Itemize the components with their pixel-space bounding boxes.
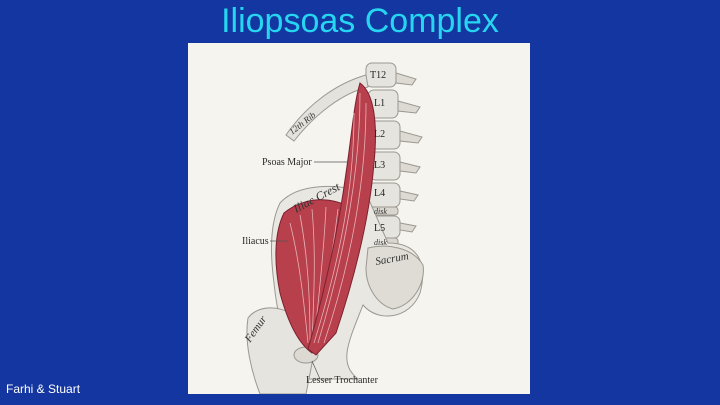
vertebra-label-l2: L2 — [374, 129, 385, 140]
vertebra-label-l1: L1 — [374, 98, 385, 109]
rib-shape — [285, 74, 369, 142]
vertebra-label-t12: T12 — [370, 70, 386, 81]
rib-label: 12th Rib — [287, 109, 318, 136]
psoas-major-muscle — [307, 82, 376, 356]
credit-text: Farhi & Stuart — [6, 382, 81, 396]
sacrum-shape — [365, 245, 424, 310]
psoas-fibers — [313, 92, 367, 344]
disk-label-lower: disk — [374, 238, 387, 247]
slide-title: Iliopsoas Complex — [221, 2, 499, 40]
iliacus-label: Iliacus — [242, 236, 269, 247]
leader-lines — [270, 161, 348, 380]
lesser-trochanter-label: Lesser Trochanter — [306, 375, 379, 386]
psoas-major-label: Psoas Major — [262, 157, 312, 168]
disk-label-upper: disk — [374, 207, 387, 216]
vertebra-label-l3: L3 — [374, 160, 385, 171]
sacrum-label: Sacrum — [374, 250, 409, 268]
iliopsoas-diagram: T12 L1 L2 L3 L4 disk L5 disk 12th Rib Ps… — [242, 62, 424, 394]
vertebra-label-l5: L5 — [374, 223, 385, 234]
anatomy-illustration: T12 L1 L2 L3 L4 disk L5 disk 12th Rib Ps… — [188, 43, 530, 394]
vertebra-label-l4: L4 — [374, 188, 385, 199]
